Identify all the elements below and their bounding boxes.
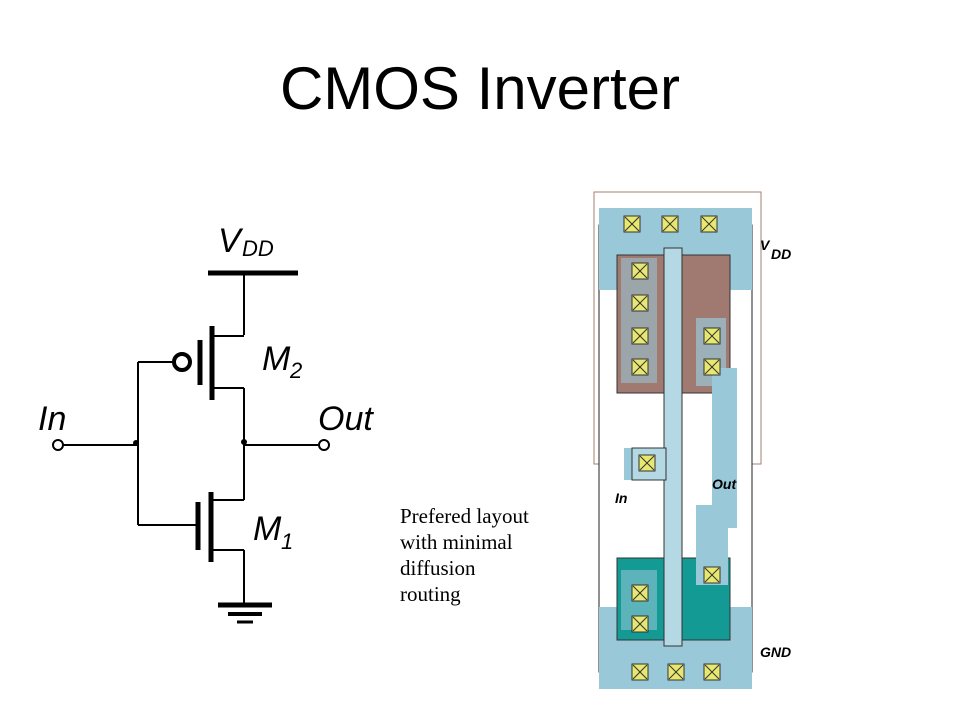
layout-caption: Prefered layout with minimal diffusion r… [400, 503, 580, 607]
pmos-bubble [172, 352, 192, 372]
layout-out-label: Out [712, 476, 737, 492]
layout-vdd-label-subscript: DD [771, 246, 791, 262]
contact [703, 327, 721, 345]
layout-vdd-label: V [760, 237, 771, 253]
ground-symbol [218, 602, 272, 624]
contact [661, 215, 679, 233]
contact [667, 663, 685, 681]
m2-label: M [262, 340, 291, 378]
pmos-m2 [138, 326, 244, 400]
contact [638, 454, 656, 472]
caption-line: routing [400, 582, 461, 606]
output-metal [712, 368, 737, 528]
vdd-label-subscript: DD [242, 236, 274, 261]
caption-line: with minimal [400, 530, 513, 554]
contact [703, 358, 721, 376]
out-node-dot [241, 439, 247, 445]
inverter-schematic [52, 270, 330, 624]
contact [631, 262, 649, 280]
inverter-layout [593, 191, 762, 689]
m1-label: M [253, 510, 282, 548]
page-title: CMOS Inverter [279, 55, 681, 122]
contact [631, 327, 649, 345]
in-terminal [52, 439, 64, 451]
layout-in-label: In [615, 490, 627, 506]
layout-gnd-label: GND [760, 644, 791, 660]
contact [700, 215, 718, 233]
nmos-m1 [138, 492, 244, 562]
contact [631, 358, 649, 376]
contact [623, 215, 641, 233]
contact [631, 294, 649, 312]
caption-line: Prefered layout [400, 504, 529, 528]
in-label: In [38, 400, 66, 438]
contact [631, 663, 649, 681]
out-label: Out [318, 400, 374, 438]
vdd-label: V [218, 222, 244, 260]
m2-label-subscript: 2 [289, 358, 302, 383]
contact [703, 663, 721, 681]
m1-label-subscript: 1 [281, 529, 293, 554]
caption-line: diffusion [400, 556, 476, 580]
poly-gate [663, 247, 683, 647]
out-terminal [318, 439, 330, 451]
contact [631, 615, 649, 633]
contact [703, 566, 721, 584]
contact [631, 584, 649, 602]
